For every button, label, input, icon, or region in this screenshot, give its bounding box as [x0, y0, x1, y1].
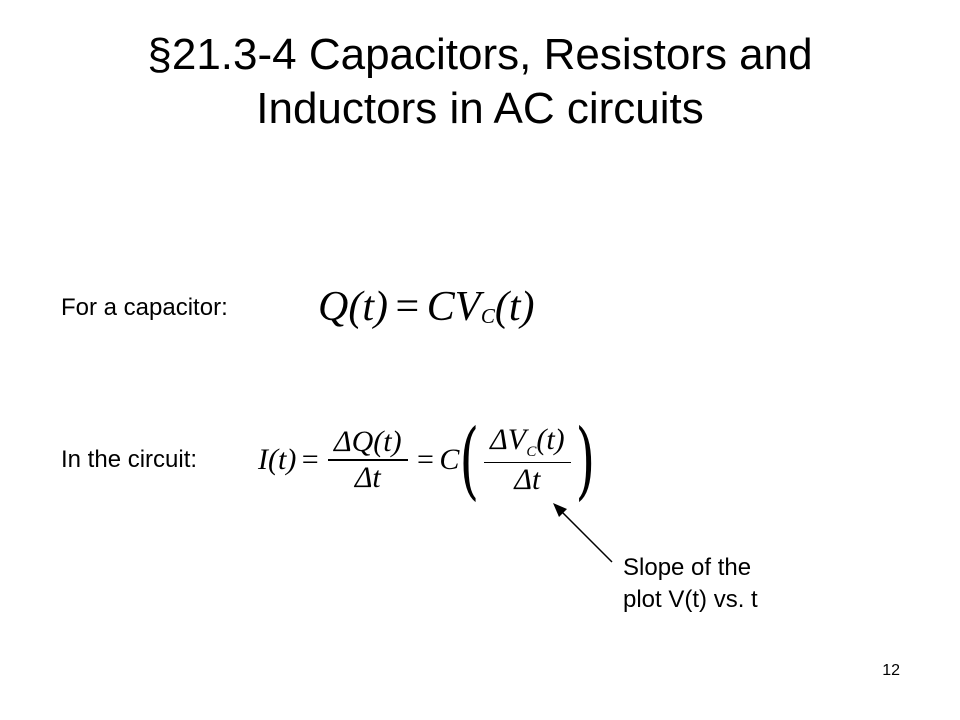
fraction-2-numerator: ΔVC(t)	[484, 423, 571, 462]
fraction-2-bar	[484, 461, 571, 464]
annotation-line-1: Slope of the	[623, 554, 752, 581]
fraction-1-denominator: Δt	[354, 460, 381, 494]
eq2-equals-2: =	[417, 443, 434, 476]
eq2-coef: C	[439, 443, 460, 476]
eq2-lhs: I(t)	[258, 443, 297, 476]
fraction-2-num-post: (t)	[536, 422, 565, 456]
eq1-coef: CV	[426, 284, 481, 330]
fraction-1-numerator: ΔQ(t)	[334, 425, 402, 459]
fraction-2-num-sub: C	[526, 443, 537, 460]
arrow-head	[553, 503, 567, 517]
title-line-1: §21.3-4 Capacitors, Resistors and	[147, 30, 813, 79]
title-line-2: Inductors in AC circuits	[256, 84, 704, 133]
eq1-arg: (t)	[494, 284, 535, 330]
page-number: 12	[882, 662, 900, 679]
eq1-sub: C	[480, 303, 495, 328]
eq1-equals: =	[395, 284, 420, 330]
slide-title: §21.3-4 Capacitors, Resistors and Induct…	[40, 28, 920, 136]
fraction-dv-dt: ΔVC(t) Δt	[484, 423, 571, 498]
eq2-equals-1: =	[301, 443, 319, 476]
arrow-shaft	[557, 507, 613, 563]
circuit-equation: I(t) = ΔQ(t) Δt = C ( ΔVC(t) Δt )	[258, 411, 595, 509]
capacitor-label: For a capacitor:	[61, 294, 228, 321]
paren-close: )	[575, 411, 595, 509]
paren-open: (	[459, 411, 480, 509]
circuit-label: In the circuit:	[61, 446, 198, 473]
annotation-line-2: plot V(t) vs. t	[623, 586, 758, 613]
capacitor-equation: Q(t) = CV C (t)	[318, 282, 535, 332]
fraction-2-denominator: Δt	[514, 463, 541, 497]
fraction-1-bar	[328, 459, 408, 461]
eq1-lhs: Q(t)	[318, 284, 388, 330]
slope-annotation: Slope of the plot V(t) vs. t	[623, 552, 758, 616]
fraction-dq-dt: ΔQ(t) Δt	[328, 425, 408, 495]
fraction-2-num-pre: ΔV	[490, 422, 527, 456]
